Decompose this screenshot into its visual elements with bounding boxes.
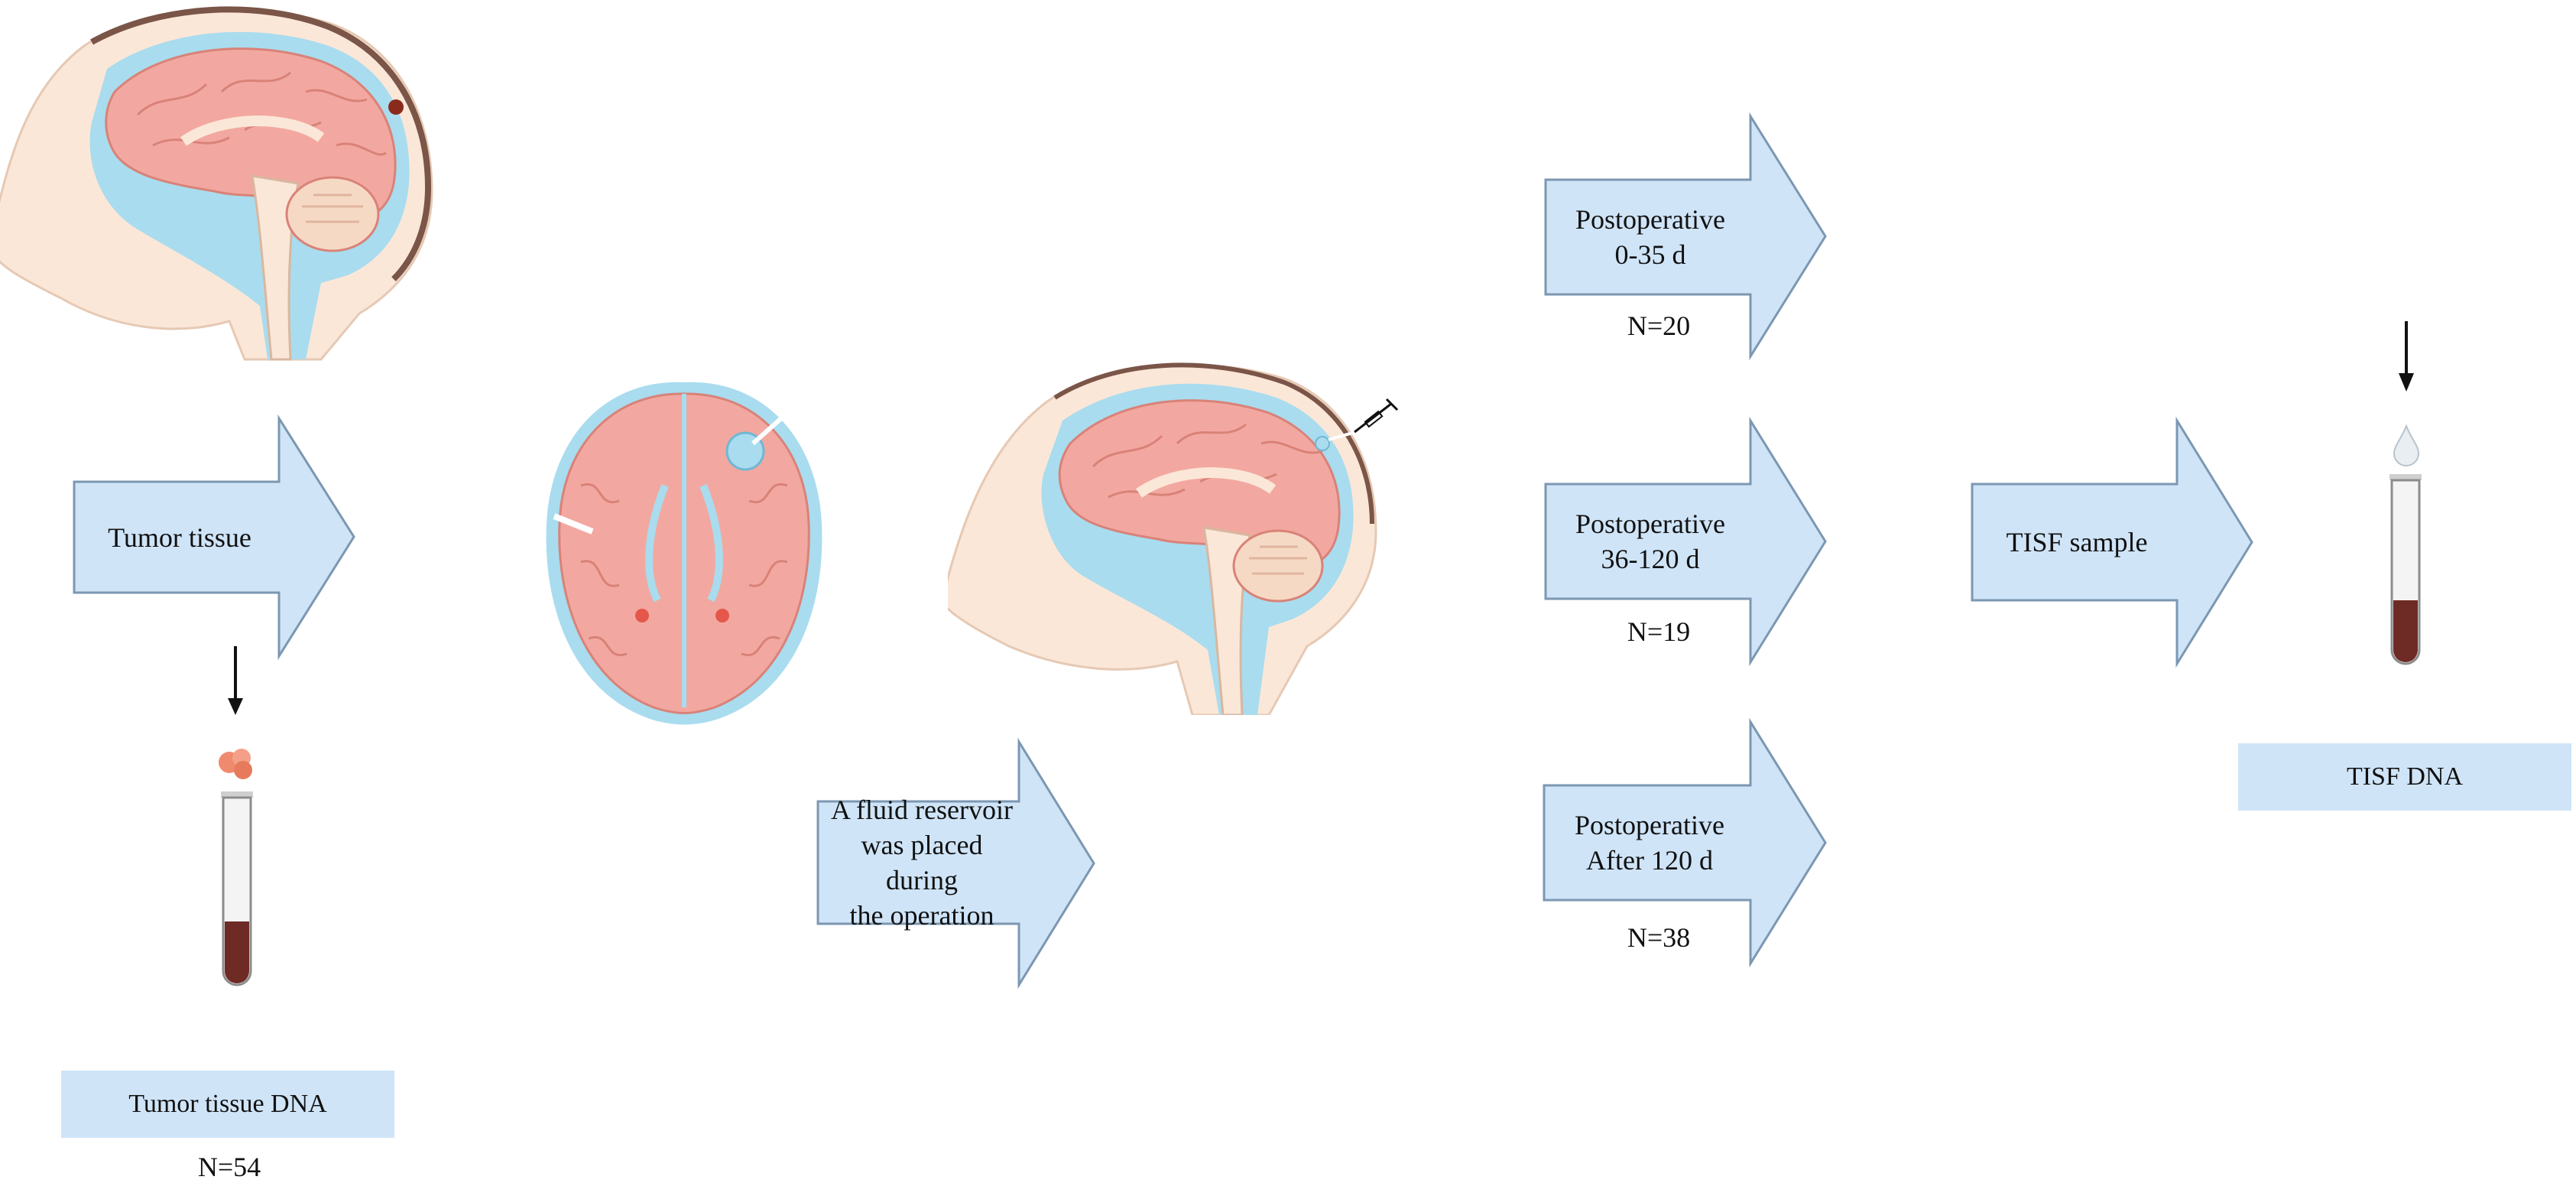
axial-brain-icon <box>535 371 833 730</box>
down-arrow-icon <box>222 646 249 715</box>
test-tube-icon <box>218 791 256 990</box>
tisf-dna-label: TISF DNA <box>2238 743 2571 811</box>
post-0-35-arrow: Postoperative 0-35 d <box>1544 112 1827 361</box>
syringe-icon <box>1353 398 1399 436</box>
test-tube-icon <box>2386 474 2425 669</box>
tumor-sample-icon <box>216 746 258 782</box>
brain-with-reservoir-icon <box>948 340 1406 715</box>
tumor-tissue-dna-count: N=54 <box>197 1152 261 1182</box>
down-arrow-icon <box>2393 321 2420 392</box>
post-0-35-count: N=20 <box>1627 310 1691 341</box>
tumor-tissue-dna-label: Tumor tissue DNA <box>61 1071 394 1138</box>
tumor-tissue-arrow: Tumor tissue <box>73 414 355 661</box>
post-36-120-arrow: Postoperative 36-120 d <box>1544 416 1827 667</box>
post-after-120-count: N=38 <box>1627 922 1691 953</box>
reservoir-arrow: A fluid reservoir was placed during the … <box>816 737 1095 990</box>
droplet-icon <box>2393 424 2420 466</box>
post-after-120-arrow: Postoperative After 120 d <box>1543 717 1827 968</box>
tisf-sample-arrow: TISF sample <box>1971 416 2253 668</box>
sagittal-brain-icon <box>0 0 436 367</box>
post-36-120-count: N=19 <box>1627 616 1691 647</box>
